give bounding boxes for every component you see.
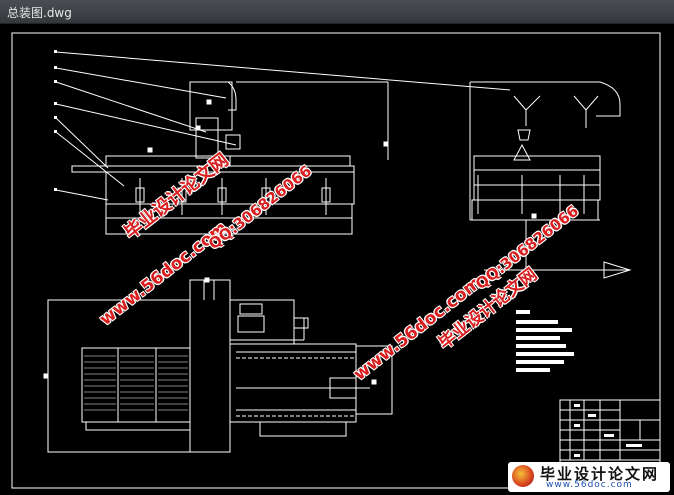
window-titlebar: 总装图.dwg xyxy=(0,0,674,24)
arrow-right-icon xyxy=(484,261,632,279)
side-view xyxy=(469,81,621,280)
logo-url: www.56doc.com xyxy=(546,480,633,490)
logo-name: 毕业设计论文网 xyxy=(540,465,660,483)
site-logo: 毕业设计论文网 www.56doc.com xyxy=(508,462,670,492)
drawing-canvas[interactable]: 毕业设计论文网 www.56doc.com QQ:306826066 www.5… xyxy=(0,24,674,495)
top-view xyxy=(43,277,393,453)
file-title: 总装图.dwg xyxy=(7,6,72,20)
technical-notes xyxy=(516,310,574,372)
front-view xyxy=(54,50,511,235)
globe-logo-icon xyxy=(512,465,534,487)
cad-drawing xyxy=(11,32,661,489)
leader-lines xyxy=(55,51,511,201)
drawing-frame xyxy=(11,32,661,489)
